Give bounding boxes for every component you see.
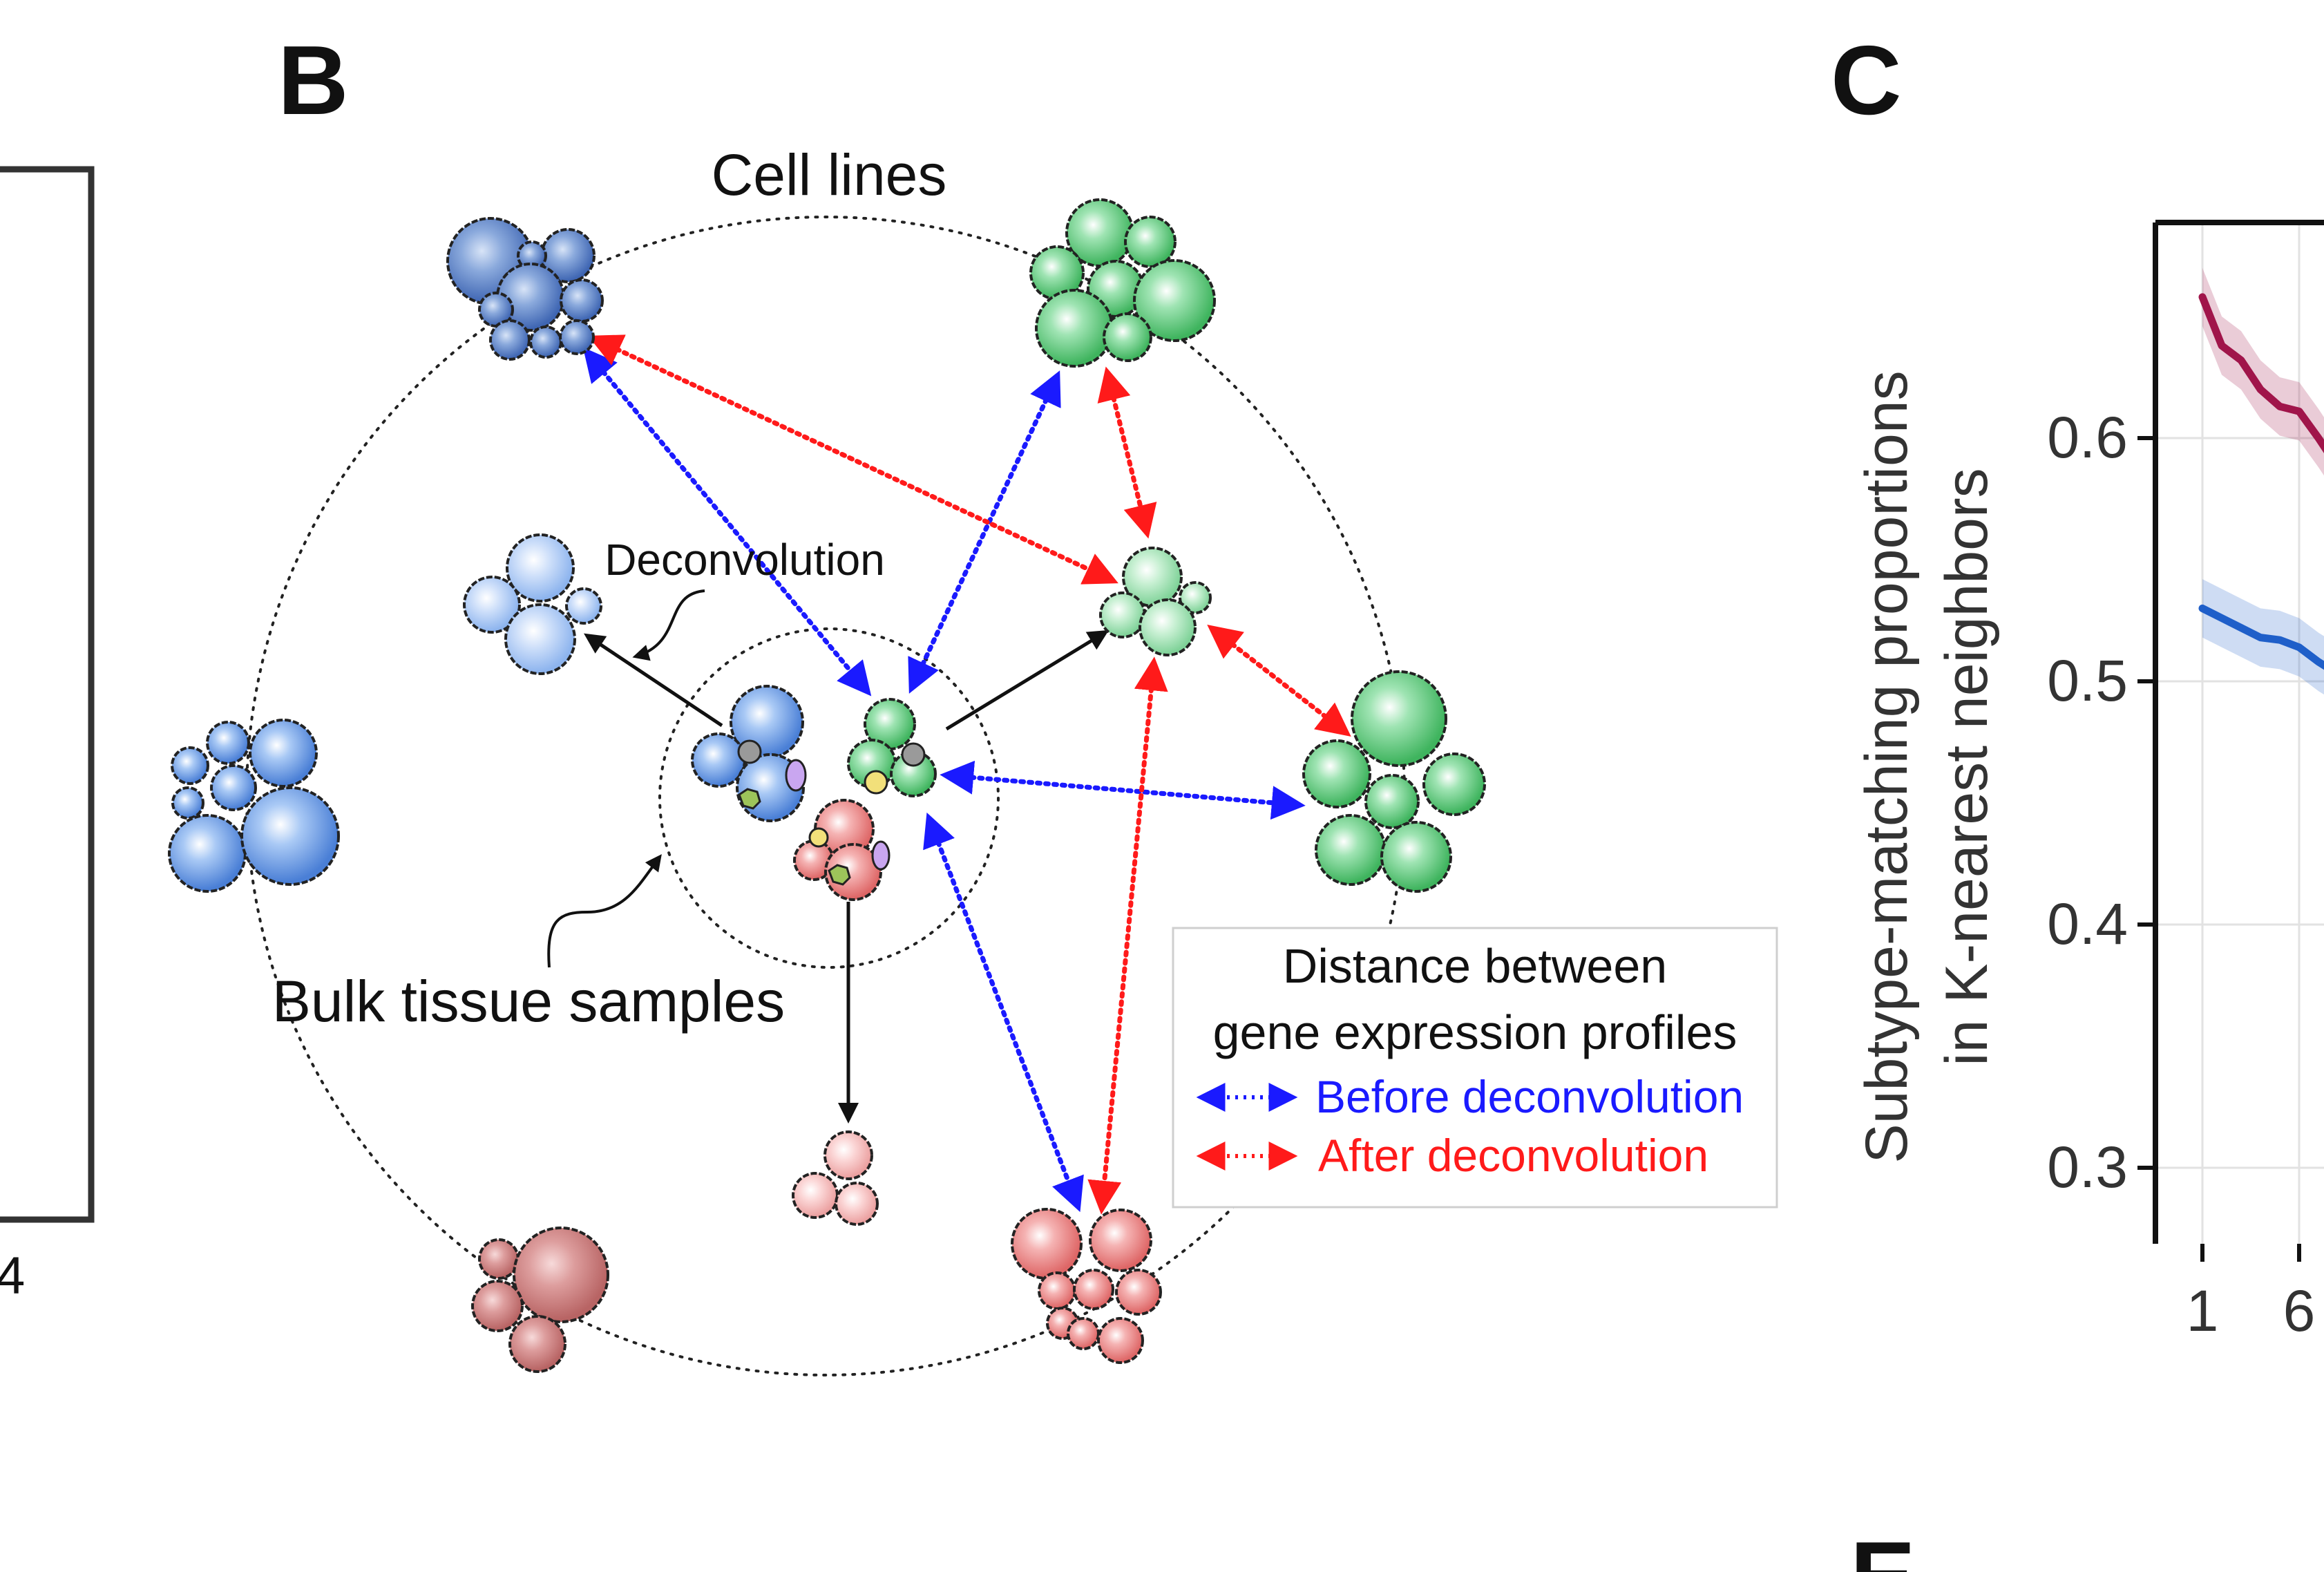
black-arrow-blue bbox=[584, 633, 723, 728]
deconvolved-blue bbox=[463, 533, 602, 675]
red-arrow-3 bbox=[1207, 624, 1351, 737]
deconvolution-label: Deconvolution bbox=[604, 535, 885, 585]
cell-line-blue-dark bbox=[446, 217, 604, 361]
deconvolution-callout bbox=[632, 589, 705, 661]
y-tick-label: 0.3 bbox=[2047, 1135, 2128, 1200]
bulk-red-sample bbox=[793, 799, 882, 901]
legend-after-label: After deconvolution bbox=[1318, 1130, 1708, 1181]
bulk-green-sample bbox=[847, 698, 937, 797]
series-0-point bbox=[2200, 294, 2204, 299]
cell-line-green-top bbox=[1029, 198, 1216, 368]
y-axis-label-line1: Subtype-matching proportions bbox=[1854, 370, 1920, 1163]
panel-label-e: E bbox=[1850, 1522, 1916, 1572]
series-0-point bbox=[2239, 358, 2243, 363]
deconvolved-green bbox=[1099, 547, 1212, 656]
chart-axes bbox=[2153, 220, 2324, 1244]
series-1-point bbox=[2278, 638, 2282, 643]
series-0-point bbox=[2297, 409, 2301, 414]
left-panel-tick: 4 bbox=[0, 1247, 25, 1305]
deconvolved-red bbox=[792, 1130, 879, 1226]
series-0-point bbox=[2258, 387, 2263, 392]
y-tick-label: 0.5 bbox=[2047, 648, 2128, 713]
inner-dotted-circle bbox=[658, 627, 1000, 969]
red-arrow-2 bbox=[1097, 366, 1157, 539]
red-arrow-4 bbox=[1087, 656, 1168, 1215]
cell-line-green-right bbox=[1302, 670, 1486, 893]
blue-arrow-1 bbox=[582, 347, 872, 697]
cell-line-blue-left bbox=[168, 719, 340, 893]
left-panel-fragment: 4 bbox=[0, 166, 95, 1305]
panel-label-b: B bbox=[278, 26, 349, 135]
y-axis-label-line2: in K-nearest neighbors bbox=[1934, 468, 2000, 1066]
cell-line-red-right bbox=[1011, 1208, 1162, 1364]
series-0-point bbox=[2278, 404, 2282, 409]
cell-lines-label: Cell lines bbox=[712, 142, 947, 207]
series-1-point bbox=[2200, 606, 2204, 611]
blue-arrow-4 bbox=[923, 812, 1084, 1213]
series-0-line bbox=[2198, 293, 2324, 454]
chart-lines bbox=[2198, 293, 2324, 670]
series-1-point bbox=[2258, 635, 2263, 640]
panel-b-diagram: B Cell lines Deconvolution Bulk tiss bbox=[168, 26, 1778, 1376]
y-tick-label: 0.6 bbox=[2047, 405, 2128, 470]
x-tick-label: 1 bbox=[2187, 1278, 2219, 1343]
blue-arrow-2 bbox=[908, 370, 1061, 694]
deconvolution-arrows bbox=[584, 629, 1109, 1124]
cell-line-red-dark bbox=[471, 1227, 609, 1373]
distance-legend: Distance between gene expression profile… bbox=[1172, 927, 1778, 1209]
series-1-line bbox=[2198, 604, 2324, 670]
series-1-point bbox=[2297, 645, 2301, 650]
series-0-point bbox=[2220, 343, 2224, 348]
legend-before-label: Before deconvolution bbox=[1315, 1071, 1744, 1122]
series-0-confidence-band bbox=[2202, 267, 2324, 476]
chart-grid bbox=[2155, 222, 2324, 1244]
panel-c-chart: C Subtype-matching proportions in K-near… bbox=[1831, 26, 2324, 1343]
y-tick-label: 0.4 bbox=[2047, 891, 2128, 956]
panel-label-c: C bbox=[1831, 26, 1902, 135]
legend-title-line1: Distance between bbox=[1283, 939, 1667, 993]
after-deconvolution-arrows bbox=[588, 334, 1351, 1215]
chart-y-ticks: 0.3 0.4 0.5 0.6 bbox=[2047, 405, 2155, 1200]
left-panel-frame bbox=[0, 166, 95, 1223]
bulk-tissue-label: Bulk tissue samples bbox=[272, 969, 785, 1034]
bulk-callout bbox=[547, 854, 662, 968]
microenvironment-cells bbox=[737, 739, 926, 886]
x-tick-label: 6 bbox=[2283, 1278, 2316, 1343]
series-1-point bbox=[2220, 616, 2224, 621]
legend-title-line2: gene expression profiles bbox=[1213, 1005, 1737, 1059]
series-1-point bbox=[2239, 625, 2243, 630]
cell-clusters bbox=[168, 198, 1486, 1373]
series-1-point bbox=[2316, 659, 2321, 664]
red-arrow-1 bbox=[588, 334, 1118, 585]
black-arrow-green bbox=[945, 629, 1109, 731]
series-0-point bbox=[2316, 436, 2321, 440]
